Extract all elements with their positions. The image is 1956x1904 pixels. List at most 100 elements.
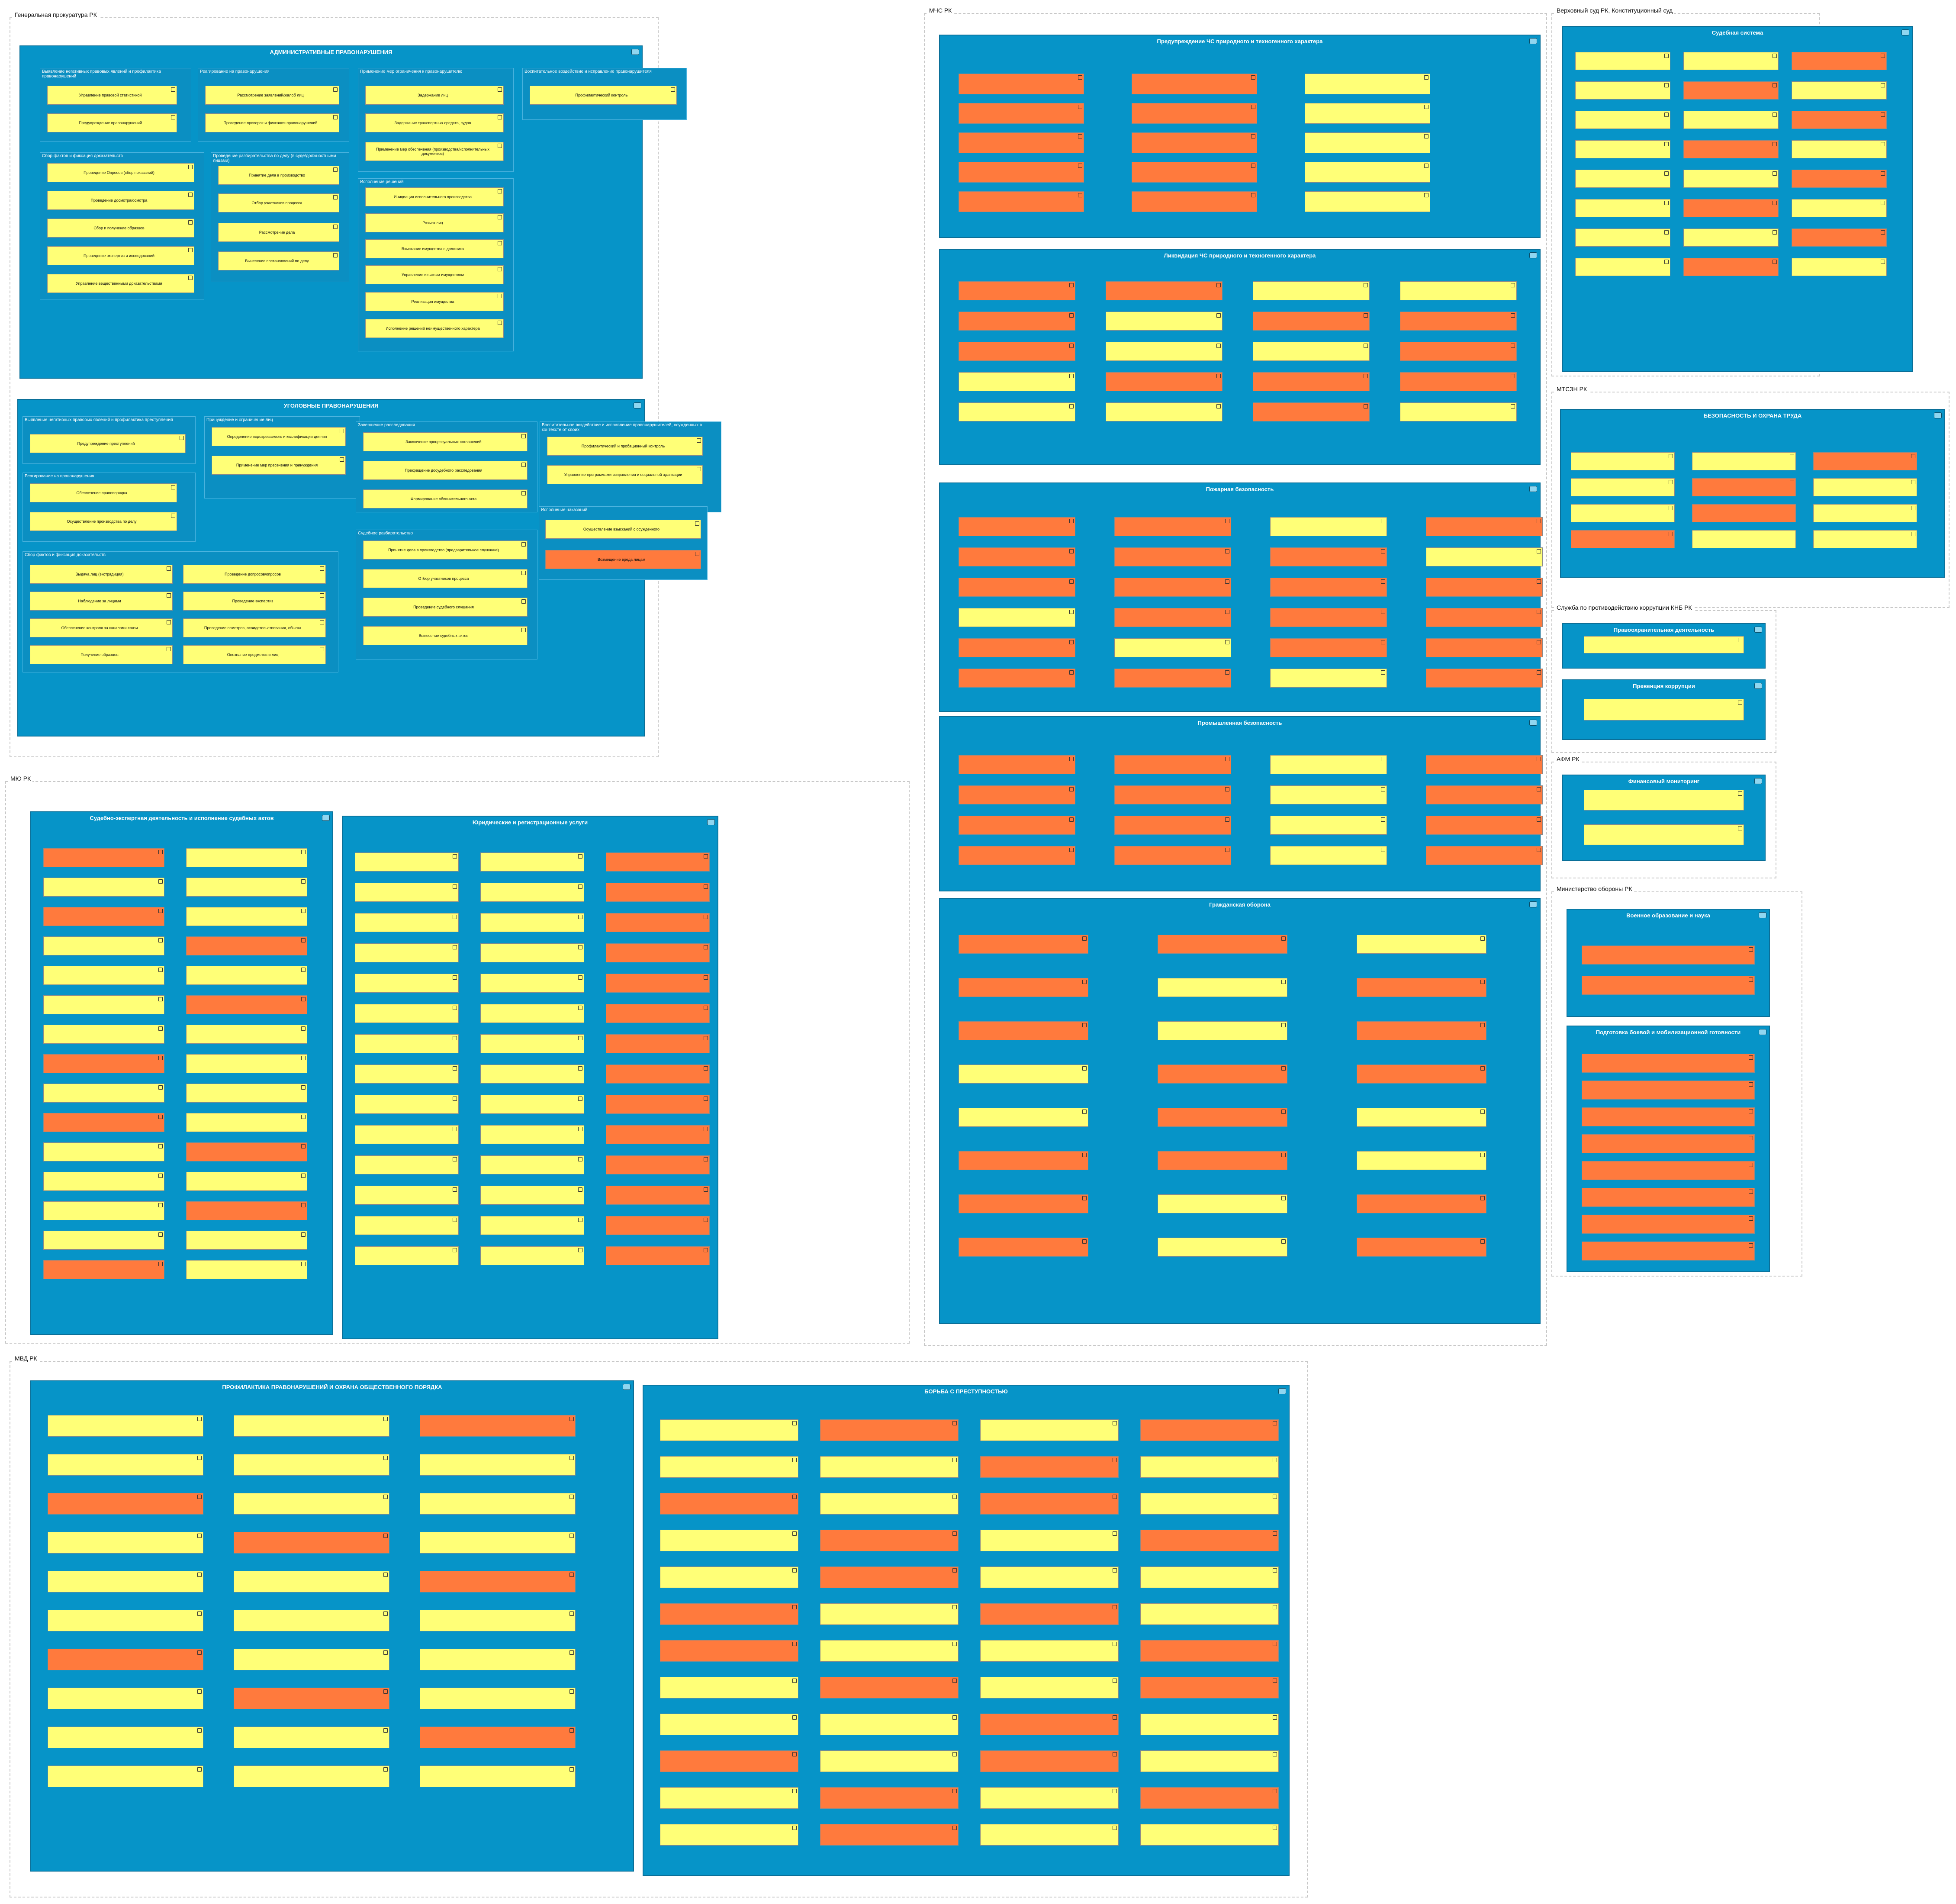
function-card[interactable] xyxy=(1692,504,1796,522)
card[interactable]: Прекращение досудебного расследования xyxy=(363,461,528,480)
card[interactable]: Отбор участников процесса xyxy=(218,193,339,212)
function-card[interactable] xyxy=(1575,199,1670,217)
card[interactable]: Принятие дела в производство (предварите… xyxy=(363,540,528,560)
function-card[interactable] xyxy=(820,1677,959,1698)
function-card[interactable] xyxy=(1106,281,1222,300)
card[interactable]: Управление вещественными доказательствам… xyxy=(47,274,194,293)
function-card[interactable] xyxy=(48,1532,203,1553)
function-card[interactable] xyxy=(1158,1238,1287,1257)
function-card[interactable] xyxy=(1584,790,1744,810)
function-card[interactable] xyxy=(606,883,710,902)
function-card[interactable] xyxy=(1132,103,1257,124)
function-card[interactable] xyxy=(1357,1194,1486,1213)
function-card[interactable] xyxy=(355,974,459,993)
card[interactable]: Отбор участников процесса xyxy=(363,569,528,588)
function-card[interactable] xyxy=(660,1530,798,1551)
function-card[interactable] xyxy=(48,1727,203,1748)
function-card[interactable] xyxy=(1582,946,1755,965)
function-card[interactable] xyxy=(1132,132,1257,153)
function-card[interactable] xyxy=(980,1714,1119,1735)
function-card[interactable] xyxy=(1270,547,1387,566)
function-card[interactable] xyxy=(234,1454,389,1476)
card[interactable]: Применение мер пресечения и принуждения xyxy=(212,456,346,475)
function-card[interactable] xyxy=(959,402,1075,421)
function-card[interactable] xyxy=(820,1566,959,1588)
component-icon[interactable] xyxy=(1759,912,1766,918)
function-card[interactable] xyxy=(186,936,307,955)
function-card[interactable] xyxy=(606,1246,710,1265)
function-card[interactable] xyxy=(186,1113,307,1132)
component-icon[interactable] xyxy=(1759,1029,1766,1035)
function-card[interactable] xyxy=(820,1824,959,1846)
card[interactable]: Проведение досмотра/осмотра xyxy=(47,191,194,210)
function-card[interactable] xyxy=(959,103,1084,124)
function-card[interactable] xyxy=(980,1566,1119,1588)
function-card[interactable] xyxy=(1140,1677,1279,1698)
function-card[interactable] xyxy=(660,1419,798,1441)
function-card[interactable] xyxy=(959,517,1075,536)
card[interactable]: Обеспечение правопорядка xyxy=(30,483,177,502)
function-card[interactable] xyxy=(355,1186,459,1205)
component-icon[interactable] xyxy=(1529,486,1537,492)
function-card[interactable] xyxy=(43,1113,164,1132)
function-card[interactable] xyxy=(1114,755,1231,774)
card[interactable]: Выдача лиц (экстрадиция) xyxy=(30,565,173,584)
function-card[interactable] xyxy=(1584,636,1744,653)
function-card[interactable] xyxy=(1792,258,1887,276)
function-card[interactable] xyxy=(959,1194,1088,1213)
card[interactable]: Проведение судебного слушания xyxy=(363,598,528,617)
function-card[interactable] xyxy=(355,943,459,962)
function-card[interactable] xyxy=(186,1025,307,1044)
function-card[interactable] xyxy=(48,1610,203,1631)
panel-criminal[interactable]: УГОЛОВНЫЕ ПРАВОНАРУШЕНИЯ Выявление негат… xyxy=(17,399,721,737)
function-card[interactable] xyxy=(1582,1054,1755,1073)
function-card[interactable] xyxy=(606,1125,710,1144)
function-card[interactable] xyxy=(1582,1241,1755,1261)
function-card[interactable] xyxy=(1400,342,1517,361)
card[interactable]: Опознание предметов и лиц xyxy=(183,645,326,664)
card[interactable]: Проведение экспертиз и исследований xyxy=(47,246,194,265)
card[interactable]: Проведение осмотров, освидетельствования… xyxy=(183,618,326,637)
function-card[interactable] xyxy=(1575,140,1670,158)
card[interactable]: Профилактический контроль xyxy=(530,86,677,105)
function-card[interactable] xyxy=(1683,81,1779,100)
card[interactable]: Предупреждение преступлений xyxy=(30,434,186,453)
function-card[interactable] xyxy=(480,1004,584,1023)
function-card[interactable] xyxy=(1253,372,1370,391)
function-card[interactable] xyxy=(480,852,584,872)
function-card[interactable] xyxy=(1357,1238,1486,1257)
function-card[interactable] xyxy=(43,1084,164,1103)
function-card[interactable] xyxy=(43,1054,164,1073)
function-card[interactable] xyxy=(980,1530,1119,1551)
function-card[interactable] xyxy=(1140,1419,1279,1441)
function-card[interactable] xyxy=(1692,452,1796,470)
function-card[interactable] xyxy=(43,1201,164,1220)
function-card[interactable] xyxy=(606,913,710,932)
function-card[interactable] xyxy=(1813,478,1917,496)
function-card[interactable] xyxy=(186,1054,307,1073)
function-card[interactable] xyxy=(1683,199,1779,217)
function-card[interactable] xyxy=(959,846,1075,865)
function-card[interactable] xyxy=(1400,402,1517,421)
function-card[interactable] xyxy=(959,608,1075,627)
function-card[interactable] xyxy=(1692,478,1796,496)
function-card[interactable] xyxy=(820,1456,959,1478)
function-card[interactable] xyxy=(1305,74,1430,94)
function-card[interactable] xyxy=(480,883,584,902)
function-card[interactable] xyxy=(1575,81,1670,100)
function-card[interactable] xyxy=(43,848,164,867)
function-card[interactable] xyxy=(355,852,459,872)
function-card[interactable] xyxy=(606,1034,710,1053)
function-card[interactable] xyxy=(355,1125,459,1144)
function-card[interactable] xyxy=(480,974,584,993)
function-card[interactable] xyxy=(1792,81,1887,100)
card[interactable]: Вынесение постановлений по делу xyxy=(218,251,339,270)
function-card[interactable] xyxy=(234,1415,389,1437)
function-card[interactable] xyxy=(1132,74,1257,94)
function-card[interactable] xyxy=(186,878,307,897)
function-card[interactable] xyxy=(959,132,1084,153)
function-card[interactable] xyxy=(1114,846,1231,865)
function-card[interactable] xyxy=(355,1155,459,1174)
function-card[interactable] xyxy=(959,74,1084,94)
panel-admin[interactable]: АДМИНИСТРАТИВНЫЕ ПРАВОНАРУШЕНИЯ Выявлени… xyxy=(19,45,687,379)
